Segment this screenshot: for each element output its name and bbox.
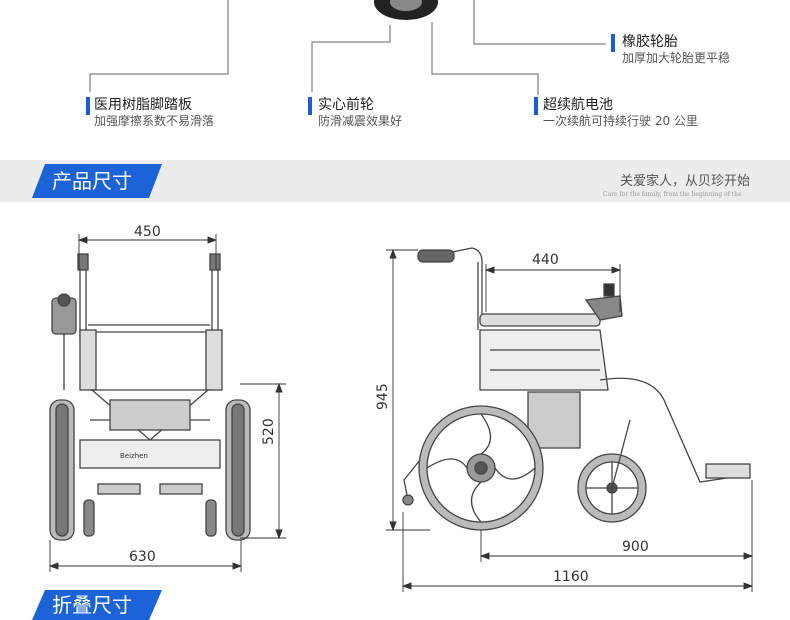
callout-footrest-subtitle: 加强摩擦系数不易滑落 bbox=[94, 114, 215, 128]
section-title-product-size: 产品尺寸 bbox=[32, 164, 162, 198]
callout-battery-title: 超续航电池 bbox=[543, 97, 613, 113]
callout-footrest-title: 医用树脂脚踏板 bbox=[94, 97, 192, 113]
slogan: 关爱家人，从贝珍开始 bbox=[620, 174, 751, 189]
callout-front-wheel-subtitle: 防滑减震效果好 bbox=[318, 114, 403, 128]
dimension-side-wheelbase: 900 bbox=[622, 539, 649, 555]
front-wheel-partial-drawing bbox=[374, 0, 438, 20]
front-dimension-lines bbox=[48, 234, 286, 572]
callout-leader-lines bbox=[89, 0, 606, 95]
accent-bar bbox=[308, 97, 312, 115]
accent-bar bbox=[86, 97, 90, 115]
front-view-drawing: Beizhen bbox=[49, 253, 251, 541]
dimension-front-height: 520 bbox=[261, 418, 277, 445]
slogan-english: Care for the family, from the beginning … bbox=[603, 191, 742, 198]
dimension-side-height: 945 bbox=[375, 383, 391, 410]
dimension-side-length: 1160 bbox=[553, 569, 589, 585]
section-title-folded-size: 折叠尺寸 bbox=[32, 590, 162, 620]
side-view-drawing bbox=[402, 247, 751, 531]
callout-front-wheel-title: 实心前轮 bbox=[318, 97, 374, 113]
dimension-front-width-bottom: 630 bbox=[129, 549, 156, 565]
dimension-front-width-top: 450 bbox=[134, 224, 161, 240]
callout-rubber-tire-subtitle: 加厚加大轮胎更平稳 bbox=[622, 51, 731, 65]
svg-text:Beizhen: Beizhen bbox=[120, 452, 148, 460]
side-dimension-lines bbox=[386, 248, 754, 592]
accent-bar bbox=[534, 97, 538, 115]
callout-rubber-tire-title: 橡胶轮胎 bbox=[622, 34, 678, 50]
accent-bar bbox=[611, 34, 615, 52]
callout-battery-subtitle: 一次续航可持续行驶 20 公里 bbox=[543, 114, 698, 128]
dimension-side-seat-depth: 440 bbox=[532, 252, 559, 268]
